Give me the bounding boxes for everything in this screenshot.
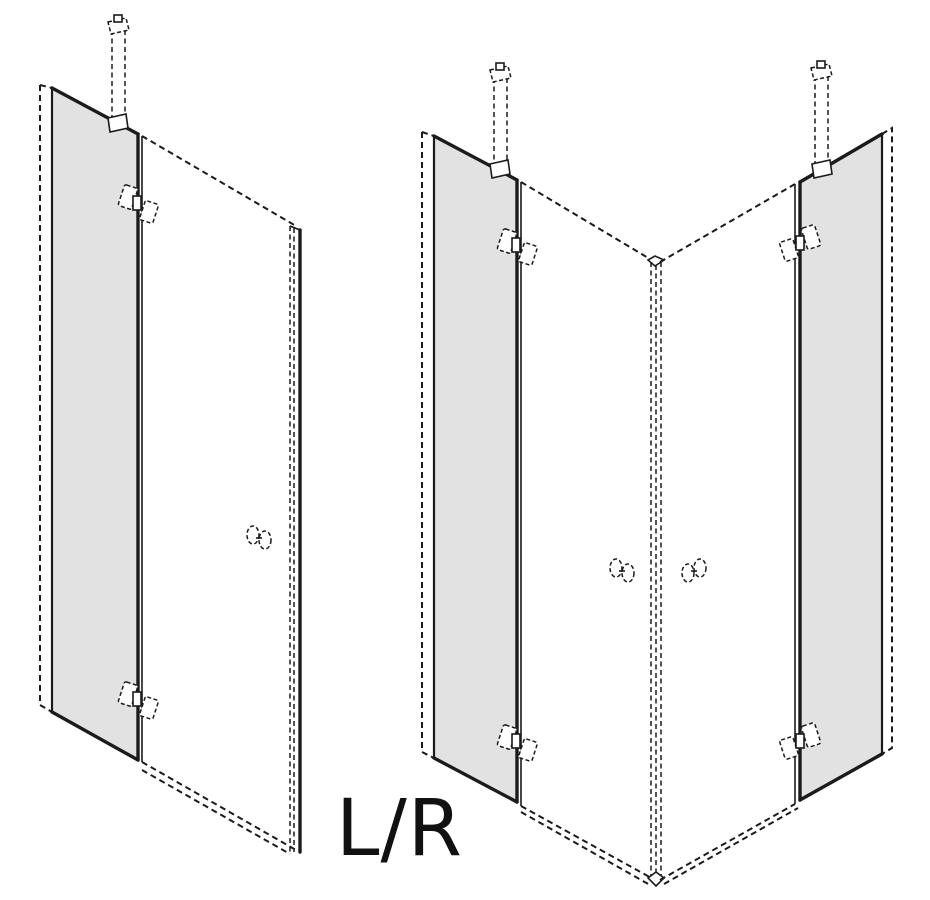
left-door-panel [142,136,296,850]
left-door-handle [246,525,272,550]
right-ceiling-support-left [489,62,512,179]
right-hinge-right-top [779,224,822,262]
left-fixed-back-edge [39,85,53,713]
left-enclosure [39,14,302,855]
corner-profile [646,255,666,888]
right-door-handle-right [681,558,707,583]
right-hinge-left-bottom [496,724,538,762]
left-ceiling-support [107,14,130,133]
left-hinge-top [117,184,159,224]
right-door-handle-left [609,558,635,583]
right-enclosure [421,60,893,888]
right-hinge-left-top [496,228,538,266]
right-hinge-right-bottom [779,722,822,760]
left-hinge-bottom [117,681,159,720]
variant-label: L/R [336,784,463,874]
right-left-fixed-back-edge [421,132,435,759]
right-ceiling-support-right [810,60,833,179]
